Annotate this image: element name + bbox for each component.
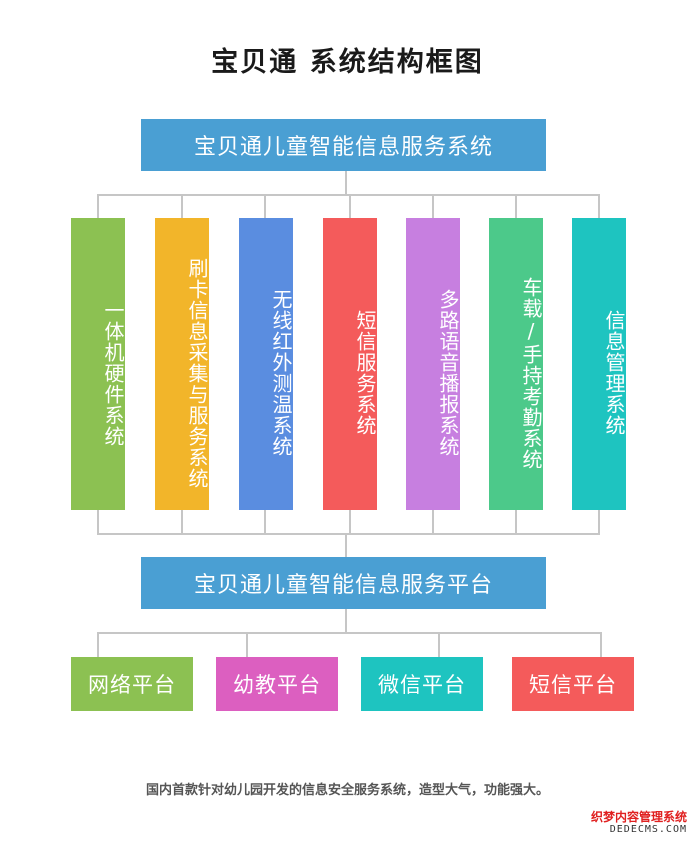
module-label: 无线红外测温系统	[269, 289, 293, 457]
module-label: 车载/手持考勤系统	[519, 276, 543, 470]
module-label: 多路语音播报系统	[436, 289, 460, 457]
connector-platform-vertical	[345, 609, 347, 633]
connector-module-4-top	[349, 194, 351, 218]
platform-banner: 宝贝通儿童智能信息服务平台	[141, 557, 546, 609]
connector-module-3-top	[264, 194, 266, 218]
top-system-banner-label: 宝贝通儿童智能信息服务系统	[193, 135, 493, 160]
platform-box: 幼教平台	[216, 657, 338, 711]
module-box: 多路语音播报系统	[406, 218, 460, 510]
connector-module-1-top	[97, 194, 99, 218]
connector-platform-2	[246, 632, 248, 657]
diagram-title: 宝贝通 系统结构框图	[211, 47, 484, 78]
module-label: 刷卡信息采集与服务系统	[185, 257, 209, 489]
connector-module-5-bottom	[432, 510, 434, 534]
module-box: 信息管理系统	[572, 218, 626, 510]
module-label: 一体机硬件系统	[101, 299, 125, 447]
connector-module-3-bottom	[264, 510, 266, 534]
module-label: 信息管理系统	[602, 310, 626, 436]
connector-top-vertical	[345, 171, 347, 195]
module-box: 短信服务系统	[323, 218, 377, 510]
watermark-text: 织梦内容管理系统	[590, 810, 687, 824]
platform-label: 网络平台	[88, 673, 176, 697]
connector-module-6-top	[515, 194, 517, 218]
footer-caption: 国内首款针对幼儿园开发的信息安全服务系统，造型大气，功能强大。	[145, 783, 549, 798]
module-box: 车载/手持考勤系统	[489, 218, 543, 510]
module-box: 刷卡信息采集与服务系统	[155, 218, 209, 510]
connector-module-6-bottom	[515, 510, 517, 534]
connector-platform-1	[97, 632, 99, 657]
connector-module-2-top	[181, 194, 183, 218]
connector-module-7-top	[598, 194, 600, 218]
connector-module-4-bottom	[349, 510, 351, 534]
connector-top-horizontal	[97, 194, 600, 196]
watermark-url: DEDECMS.COM	[609, 824, 687, 835]
connector-module-1-bottom	[97, 510, 99, 534]
connector-middle-horizontal	[97, 533, 600, 535]
platform-box: 短信平台	[512, 657, 634, 711]
top-system-banner: 宝贝通儿童智能信息服务系统	[141, 119, 546, 171]
module-label: 短信服务系统	[353, 310, 377, 436]
platform-label: 短信平台	[529, 673, 617, 697]
platform-box: 微信平台	[361, 657, 483, 711]
connector-platform-3	[438, 632, 440, 657]
platform-banner-label: 宝贝通儿童智能信息服务平台	[193, 573, 493, 598]
connector-middle-vertical	[345, 533, 347, 557]
module-box: 无线红外测温系统	[239, 218, 293, 510]
connector-module-5-top	[432, 194, 434, 218]
platform-label: 微信平台	[378, 673, 466, 697]
connector-module-2-bottom	[181, 510, 183, 534]
connector-module-7-bottom	[598, 510, 600, 534]
connector-platform-4	[600, 632, 602, 657]
platform-box: 网络平台	[71, 657, 193, 711]
connector-platform-horizontal	[97, 632, 602, 634]
platform-label: 幼教平台	[233, 673, 321, 697]
module-box: 一体机硬件系统	[71, 218, 125, 510]
